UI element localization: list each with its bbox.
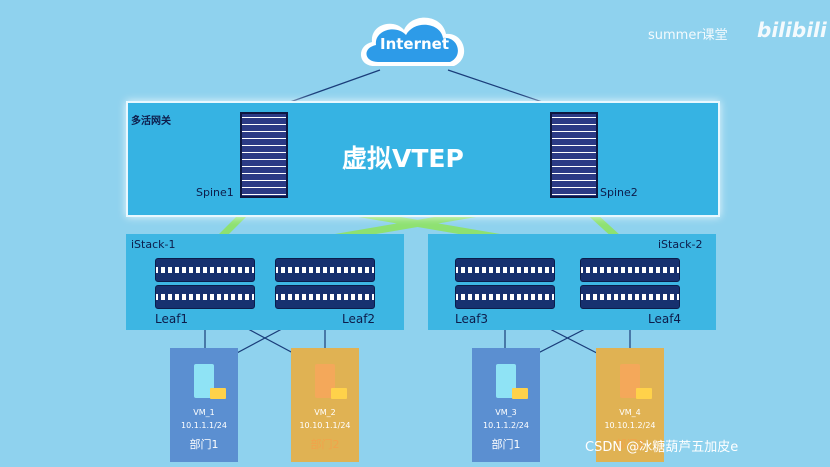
bilibili-logo: bilibili: [757, 18, 827, 42]
cloud-icon: [360, 17, 465, 66]
leaf3-switch-a: [455, 258, 555, 282]
leaf4-switch-a: [580, 258, 680, 282]
leaf3-label: Leaf3: [455, 312, 489, 326]
istack2-box: [428, 234, 716, 330]
leaf2-switch-b: [275, 285, 375, 309]
vm1-dept: 部门1: [189, 438, 219, 451]
vm3-dept: 部门1: [491, 438, 521, 451]
vm4-name: VM_4: [619, 408, 641, 417]
vtep-label: 虚拟VTEP: [342, 144, 464, 173]
leaf2-label: Leaf2: [342, 312, 376, 326]
folder-icon: [512, 388, 528, 399]
internet-label: Internet: [380, 35, 450, 53]
gateway-group: [126, 101, 720, 217]
istack1-label: iStack-1: [131, 238, 176, 251]
vm2-name: VM_2: [314, 408, 336, 417]
vm3-name: VM_3: [495, 408, 517, 417]
leaf1-switch-b: [155, 285, 255, 309]
vm3-ip: 10.1.1.2/24: [483, 421, 529, 430]
vm3-card: VM_3 10.1.1.2/24 部门1: [472, 348, 540, 462]
spine2-label: Spine2: [600, 186, 638, 199]
watermark-bottom: CSDN @冰糖葫芦五加皮e: [585, 440, 739, 455]
vm-icon: [194, 364, 214, 398]
vm2-dept: 部门2: [310, 438, 340, 451]
vm1-card: VM_1 10.1.1.1/24 部门1: [170, 348, 238, 462]
vm1-ip: 10.1.1.1/24: [181, 421, 227, 430]
spine1-label: Spine1: [196, 186, 234, 199]
folder-icon: [210, 388, 226, 399]
spine2-device: [550, 112, 598, 198]
vm-icon: [315, 364, 335, 398]
vm4-dept: 部门2: [615, 438, 645, 451]
watermark-top: summer课堂: [648, 28, 728, 43]
leaf3-switch-b: [455, 285, 555, 309]
spine1-device: [240, 112, 288, 198]
vm-icon: [620, 364, 640, 398]
leaf4-switch-b: [580, 285, 680, 309]
leaf4-label: Leaf4: [648, 312, 682, 326]
vm-icon: [496, 364, 516, 398]
vm4-card: VM_4 10.10.1.2/24 部门2: [596, 348, 664, 462]
istack1-box: [126, 234, 404, 330]
leaf1-switch-a: [155, 258, 255, 282]
gateway-group-label: 多活网关: [131, 116, 171, 127]
vm2-card: VM_2 10.10.1.1/24 部门2: [291, 348, 359, 462]
leaf1-label: Leaf1: [155, 312, 189, 326]
leaf2-switch-a: [275, 258, 375, 282]
vm4-ip: 10.10.1.2/24: [604, 421, 656, 430]
istack2-label: iStack-2: [658, 238, 703, 251]
vm2-ip: 10.10.1.1/24: [299, 421, 351, 430]
folder-icon: [636, 388, 652, 399]
folder-icon: [331, 388, 347, 399]
vm1-name: VM_1: [193, 408, 215, 417]
